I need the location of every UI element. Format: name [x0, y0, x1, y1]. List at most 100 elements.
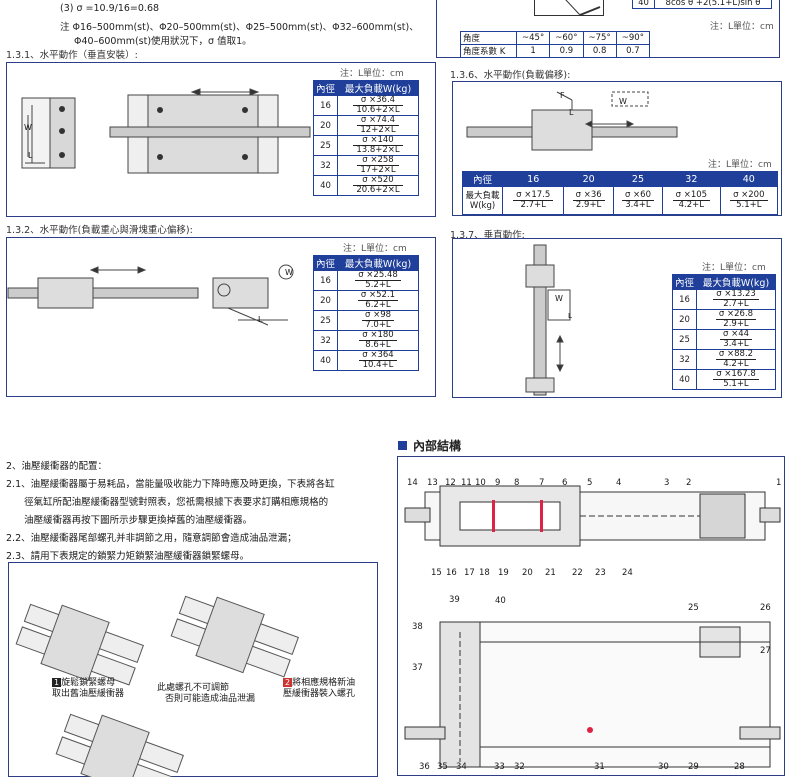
- frac-den: 2.7+L: [723, 299, 749, 309]
- callout: 31: [594, 762, 605, 772]
- frac-den: 7.0+L: [365, 320, 391, 330]
- callout: 30: [658, 762, 669, 772]
- frac-den: 10.6+2×L: [356, 105, 400, 115]
- bore-cell: 25: [313, 310, 338, 331]
- callout: 22: [572, 568, 583, 578]
- coef-cell: 0.7: [615, 44, 651, 58]
- bore-cell: 20: [313, 115, 338, 136]
- angle-table: 角度 ~45° ~60° ~75° ~90° 角度系數 K 1 0.9 0.8 …: [460, 31, 651, 58]
- s136-row-label-1: 最大負載: [465, 190, 500, 201]
- frac-den: 3.4+L: [723, 339, 749, 349]
- s132-h1: 內徑: [313, 255, 338, 271]
- s137-title: 1.3.7、垂直動作:: [450, 230, 525, 241]
- bore-cell: 25: [672, 329, 697, 350]
- s136-drawing: [466, 91, 678, 151]
- s136-dim-w: W: [619, 97, 627, 106]
- frac-num: σ ×44: [719, 330, 753, 340]
- s131-title: 1.3.1、水平動作（垂直安裝）:: [6, 50, 138, 61]
- callout: 7: [539, 478, 545, 488]
- frac-num: σ ×36.4: [353, 96, 403, 106]
- callout: 27: [760, 646, 771, 656]
- bore-cell: 40: [672, 369, 697, 390]
- s136-title: 1.3.6、水平動作(負載偏移):: [450, 70, 571, 81]
- frac-num: σ ×60: [621, 191, 654, 201]
- s136-col: 32: [662, 171, 721, 187]
- bore-cell: 32: [672, 349, 697, 370]
- coef-cell: 0.8: [582, 44, 617, 58]
- warn-line-a: 此處螺孔不可調節: [157, 683, 230, 693]
- coef-cell: 1: [515, 44, 551, 58]
- frac-num: σ ×17.5: [513, 191, 554, 201]
- callout: 2: [686, 478, 692, 488]
- angle-cell: ~75°: [582, 31, 617, 45]
- frac-num: σ ×74.4: [357, 116, 399, 126]
- bore-cell: 16: [313, 95, 338, 116]
- bore-cell: 32: [313, 155, 338, 176]
- frac-num: σ ×13.23: [713, 290, 759, 300]
- callout: 39: [449, 595, 460, 605]
- step1-num: 1: [52, 678, 62, 687]
- top-line-3: Φ40–600mm(st)使用狀況下，σ 值取1。: [74, 36, 252, 47]
- frac-den: 10.4+L: [362, 360, 394, 370]
- callout: 33: [494, 762, 505, 772]
- s132-h2: 最大負載W(kg): [337, 255, 419, 271]
- warn-line-b: 否則可能造成油品泄漏: [165, 694, 256, 704]
- callout: 34: [456, 762, 467, 772]
- s137-h1: 內徑: [672, 274, 697, 290]
- step2-num: 2: [283, 678, 293, 687]
- s132-drawing: [7, 264, 294, 326]
- s137-h2: 最大負載W(kg): [696, 274, 776, 290]
- s2-line: 2.2、油壓緩衝器尾部螺孔并非調節之用，隨意調節會造成油品泄漏；: [6, 533, 297, 544]
- callout: 37: [412, 663, 423, 673]
- frac-num: σ ×180: [359, 331, 397, 341]
- bore-cell: 40: [313, 350, 338, 371]
- callout: 12: [445, 478, 456, 488]
- s137-dim-l: L: [568, 312, 572, 320]
- angle-top-cell-2: 8cos θ +2(5.1+L)sin θ: [654, 0, 772, 9]
- angle-cell: ~90°: [615, 31, 651, 45]
- s132-dim-l: L: [258, 315, 263, 324]
- callout: 21: [545, 568, 556, 578]
- frac-den: 6.2+L: [365, 300, 391, 310]
- callout: 32: [514, 762, 525, 772]
- frac-den: 13.8+2×L: [356, 145, 400, 155]
- angle-label: 角度: [460, 31, 517, 45]
- frac-den: 2.7+L: [520, 200, 546, 210]
